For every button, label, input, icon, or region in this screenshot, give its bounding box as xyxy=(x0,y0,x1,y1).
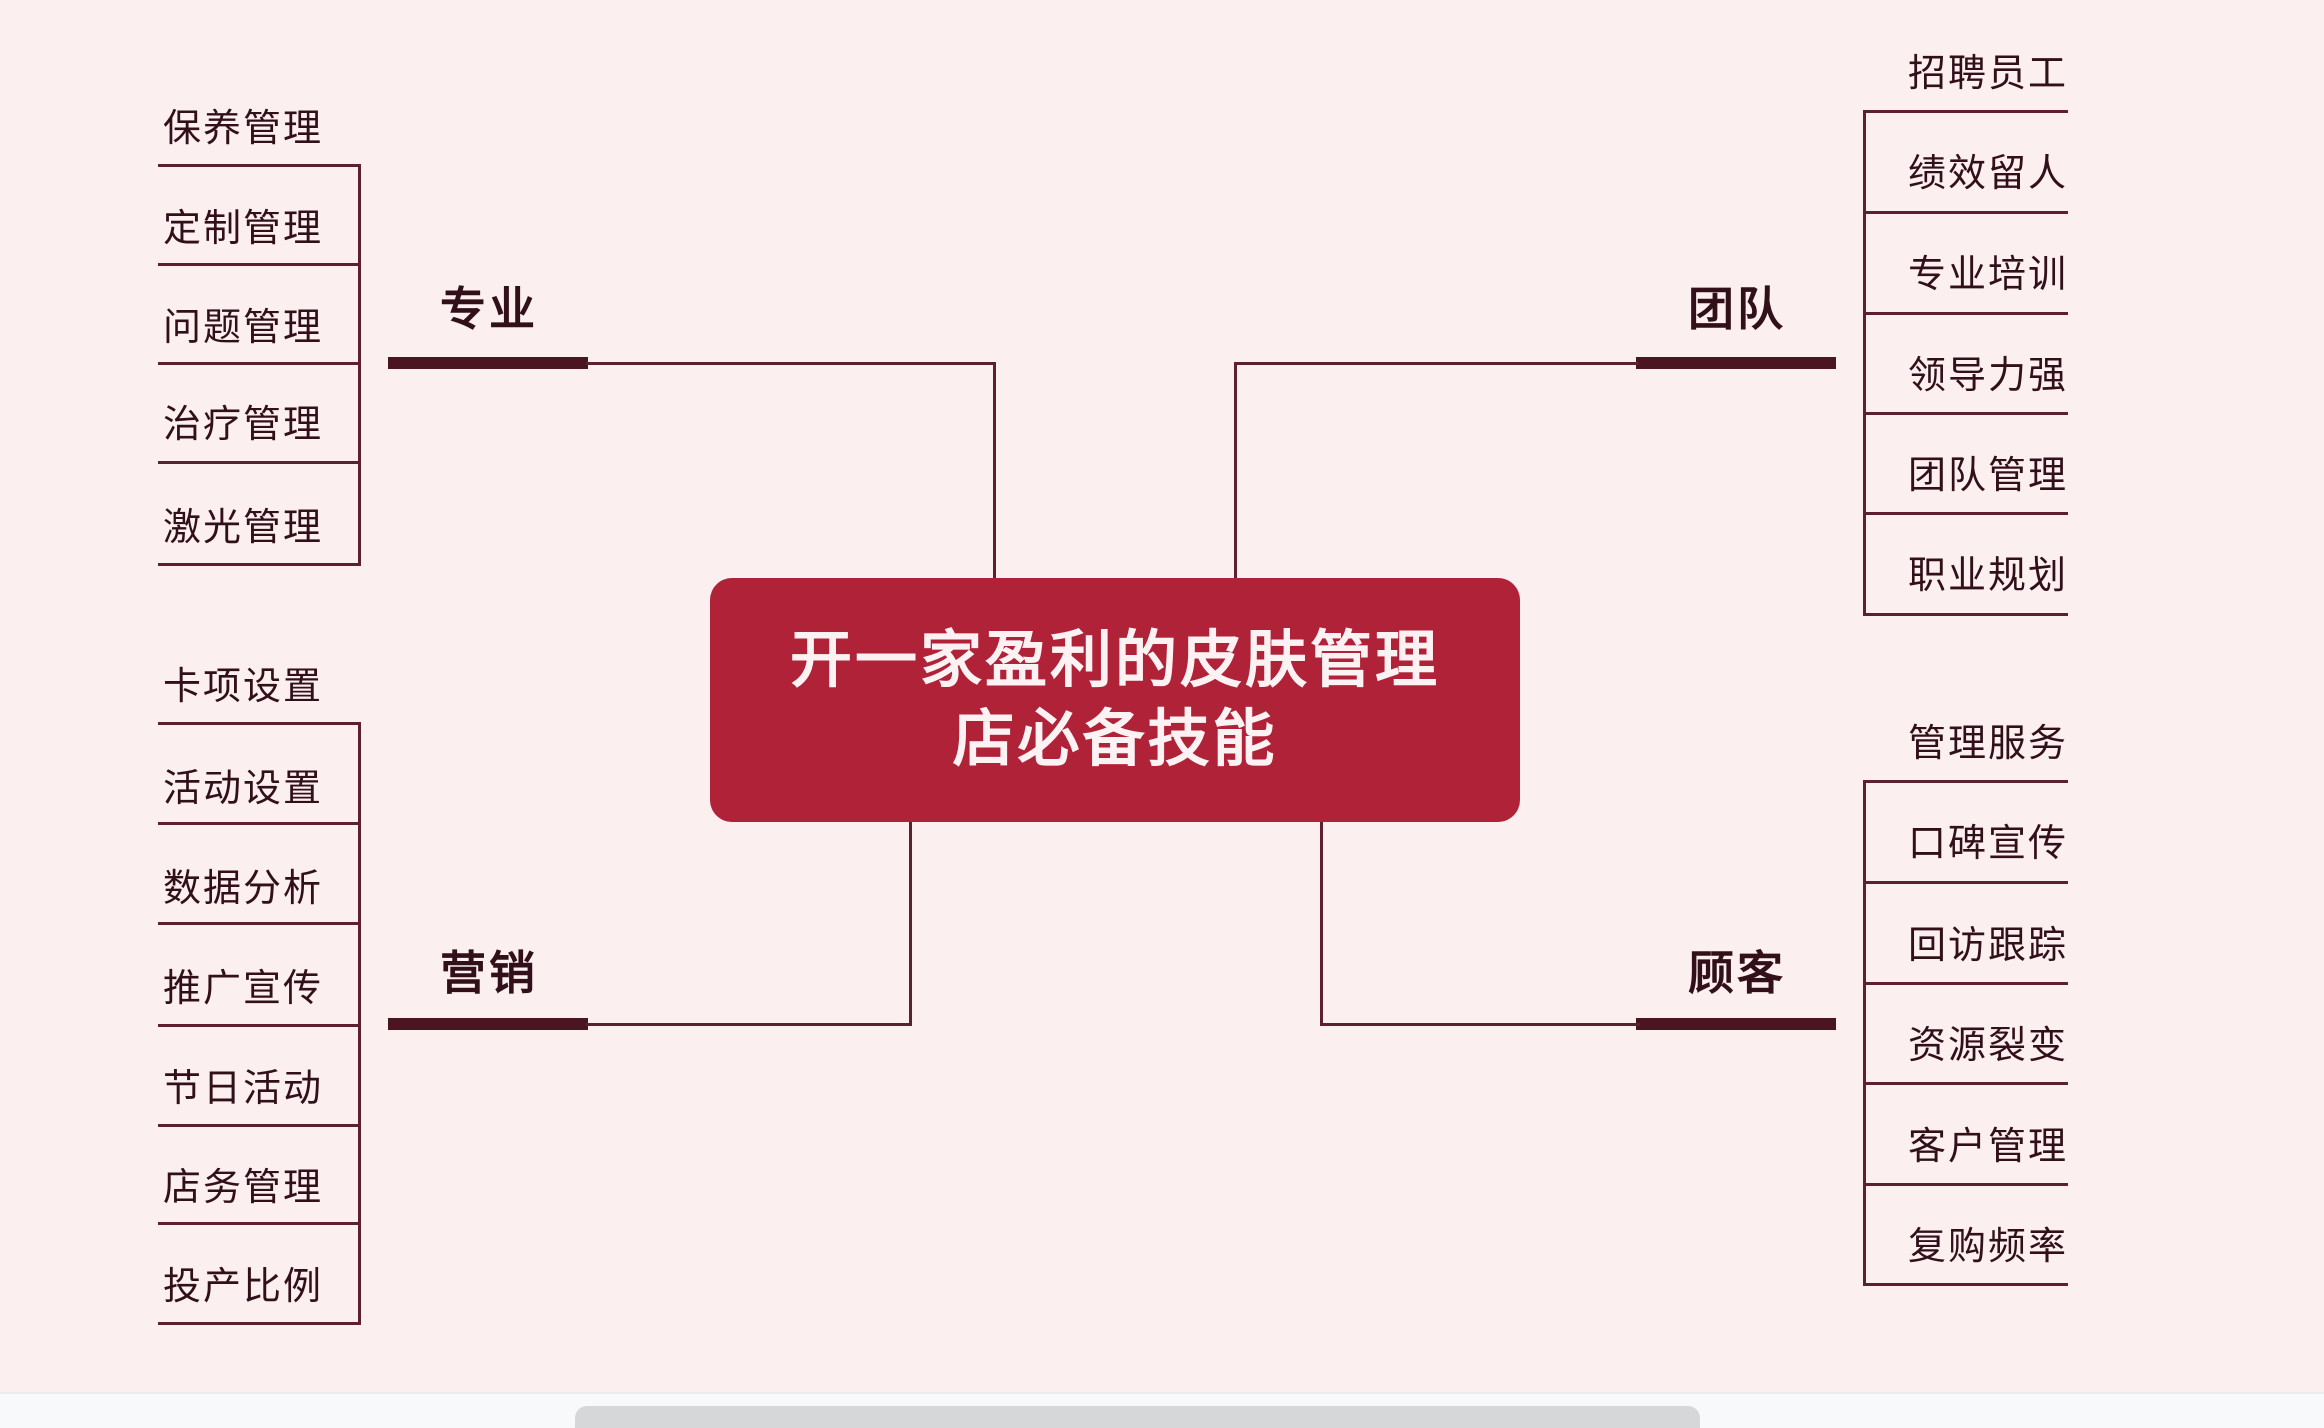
branch-bar xyxy=(1636,1018,1836,1030)
branch-connector-horizontal xyxy=(1234,362,1639,365)
branch-bar xyxy=(1636,357,1836,369)
leaf-underline xyxy=(158,1322,361,1325)
leaf-underline xyxy=(158,362,361,365)
branch-bar xyxy=(388,1018,588,1030)
branch-label[interactable]: 专业 xyxy=(440,283,538,335)
leaf-label[interactable]: 定制管理 xyxy=(163,208,324,250)
leaf-underline xyxy=(1863,512,2068,515)
leaf-underline xyxy=(1863,312,2068,315)
leaf-label[interactable]: 客户管理 xyxy=(1908,1126,2069,1168)
branch-label[interactable]: 营销 xyxy=(440,947,538,999)
leaf-underline xyxy=(158,822,361,825)
branch-label[interactable]: 团队 xyxy=(1688,283,1786,335)
horizontal-scrollbar-thumb[interactable] xyxy=(575,1406,1700,1428)
branch-connector-vertical xyxy=(1234,362,1237,582)
leaf-underline xyxy=(1863,881,2068,884)
leaf-label[interactable]: 数据分析 xyxy=(163,868,324,910)
leaf-underline xyxy=(1863,211,2068,214)
leaf-underline xyxy=(1863,412,2068,415)
leaf-underline xyxy=(158,263,361,266)
leaf-label[interactable]: 专业培训 xyxy=(1908,254,2069,296)
leaf-label[interactable]: 绩效留人 xyxy=(1908,153,2069,195)
leaf-underline xyxy=(1863,1183,2068,1186)
leaf-underline xyxy=(158,461,361,464)
leaf-label[interactable]: 店务管理 xyxy=(163,1167,324,1209)
leaf-label[interactable]: 激光管理 xyxy=(163,507,324,549)
leaf-underline xyxy=(1863,1082,2068,1085)
branch-connector-horizontal xyxy=(586,1023,912,1026)
leaf-underline xyxy=(1863,1283,2068,1286)
leaf-label[interactable]: 活动设置 xyxy=(163,768,324,810)
leaf-underline xyxy=(158,164,361,167)
leaf-label[interactable]: 卡项设置 xyxy=(163,666,324,708)
leaf-underline xyxy=(1863,982,2068,985)
leaf-label[interactable]: 投产比例 xyxy=(163,1266,324,1308)
leaf-label[interactable]: 回访跟踪 xyxy=(1908,925,2069,967)
leaf-label[interactable]: 问题管理 xyxy=(163,307,324,349)
leaf-label[interactable]: 节日活动 xyxy=(163,1068,324,1110)
branch-connector-horizontal xyxy=(1320,1023,1640,1026)
branch-bar xyxy=(388,357,588,369)
leaf-underline xyxy=(158,1124,361,1127)
branch-connector-horizontal xyxy=(586,362,996,365)
branch-label[interactable]: 顾客 xyxy=(1688,947,1786,999)
leaf-label[interactable]: 领导力强 xyxy=(1908,355,2069,397)
central-topic-card[interactable]: 开一家盈利的皮肤管理 店必备技能 xyxy=(710,578,1520,822)
leaf-label[interactable]: 推广宣传 xyxy=(163,968,324,1010)
central-topic-line-1: 开一家盈利的皮肤管理 xyxy=(789,625,1440,695)
leaf-label[interactable]: 治疗管理 xyxy=(163,404,324,446)
leaf-label[interactable]: 招聘员工 xyxy=(1908,53,2069,95)
leaf-label[interactable]: 保养管理 xyxy=(163,108,324,150)
horizontal-scrollbar-track[interactable] xyxy=(0,1392,2324,1428)
leaf-underline xyxy=(1863,110,2068,113)
branch-spine xyxy=(358,164,361,566)
leaf-underline xyxy=(158,922,361,925)
central-topic-line-2: 店必备技能 xyxy=(952,705,1278,774)
branch-connector-vertical xyxy=(909,820,912,1026)
leaf-label[interactable]: 团队管理 xyxy=(1908,455,2069,497)
leaf-underline xyxy=(158,722,361,725)
leaf-underline xyxy=(1863,613,2068,616)
leaf-underline xyxy=(1863,780,2068,783)
branch-connector-vertical xyxy=(1320,820,1323,1026)
branch-spine xyxy=(1863,780,1866,1286)
branch-connector-vertical xyxy=(993,362,996,582)
leaf-label[interactable]: 复购频率 xyxy=(1908,1226,2069,1268)
leaf-label[interactable]: 资源裂变 xyxy=(1908,1025,2069,1067)
branch-spine xyxy=(358,722,361,1325)
leaf-label[interactable]: 职业规划 xyxy=(1908,555,2069,597)
branch-spine xyxy=(1863,110,1866,616)
leaf-underline xyxy=(158,563,361,566)
leaf-underline xyxy=(158,1222,361,1225)
leaf-underline xyxy=(158,1024,361,1027)
leaf-label[interactable]: 口碑宣传 xyxy=(1908,823,2069,865)
leaf-label[interactable]: 管理服务 xyxy=(1908,723,2069,765)
